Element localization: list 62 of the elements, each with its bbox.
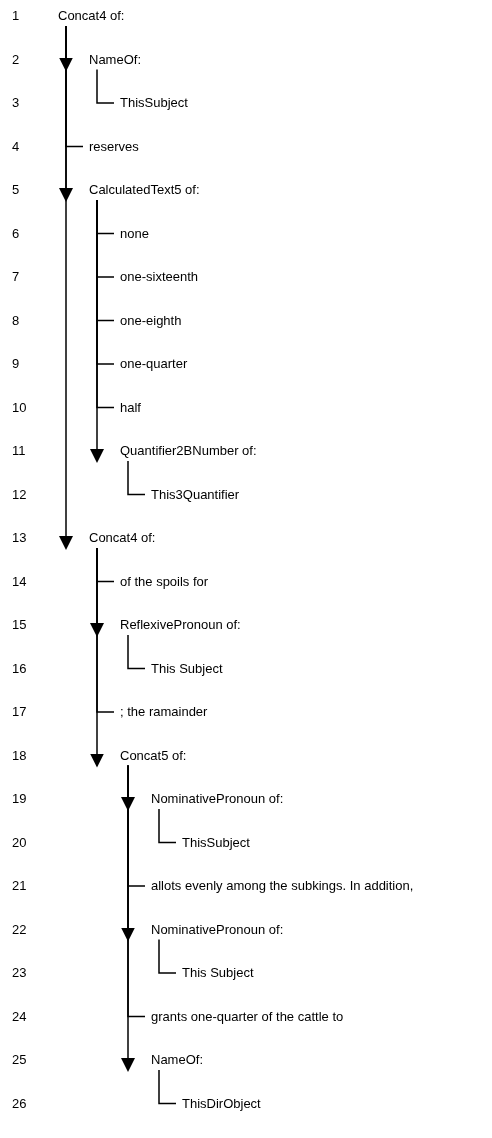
line-number: 23 — [12, 965, 27, 981]
connector-line — [158, 808, 177, 844]
tree-node-label: grants one-quarter of the cattle to — [151, 1008, 344, 1025]
tree-node-label: ThisSubject — [182, 834, 250, 851]
line-number: 8 — [12, 312, 20, 329]
line-number: 3 — [12, 95, 20, 111]
tree-node-label: one-eighth — [120, 312, 182, 329]
line-number: 11 — [12, 443, 26, 459]
line-number: 26 — [12, 1095, 27, 1112]
tree-node-label: NominativePronoun of: — [151, 921, 284, 938]
tree-node-label: CalculatedText5 of: — [89, 182, 200, 198]
connector-line — [127, 460, 146, 496]
tree-node-label: NominativePronoun of: — [151, 791, 284, 807]
line-number: 2 — [12, 51, 20, 68]
line-number: 24 — [12, 1008, 27, 1025]
line-number: 20 — [12, 834, 27, 851]
tree-node-label: of the spoils for — [120, 573, 209, 590]
arrow — [90, 547, 104, 768]
connector-line — [158, 1069, 177, 1105]
tree-node-label: This3Quantifier — [151, 486, 240, 503]
tree-node-label: none — [120, 225, 149, 242]
tree-node-label: NameOf: — [151, 1052, 203, 1068]
tree-node-label: ReflexivePronoun of: — [120, 617, 241, 633]
tree-node-label: Concat4 of: — [89, 530, 156, 546]
connector-line — [127, 634, 146, 670]
tree-node-label: ThisDirObject — [182, 1095, 261, 1112]
tree-node-label: one-quarter — [120, 356, 188, 372]
line-number: 15 — [12, 617, 27, 633]
tree-node-label: allots evenly among the subkings. In addition, — [151, 878, 414, 894]
line-number: 1 — [12, 8, 20, 24]
line-number: 21 — [12, 878, 27, 894]
tree-node-label: ; the ramainder — [120, 704, 208, 720]
line-number: 9 — [12, 356, 20, 372]
line-number: 14 — [12, 573, 27, 590]
line-number: 12 — [12, 486, 27, 503]
tree-node-label: Concat5 of: — [120, 747, 187, 764]
line-number: 16 — [12, 660, 27, 677]
arrow — [121, 764, 135, 1072]
line-number: 7 — [12, 269, 20, 285]
connector-line — [158, 938, 177, 974]
line-number: 19 — [12, 791, 27, 807]
line-number: 5 — [12, 182, 20, 198]
line-number: 18 — [12, 747, 27, 764]
connector-line — [96, 68, 115, 104]
tree-node-label: half — [120, 399, 141, 416]
line-number: 4 — [12, 138, 20, 155]
tree-node-label: ThisSubject — [120, 95, 188, 111]
tree-node-label: This Subject — [151, 660, 223, 677]
line-number: 13 — [12, 530, 27, 546]
arrow — [59, 25, 73, 550]
tree-node-label: NameOf: — [89, 51, 141, 68]
tree-node-label: Quantifier2BNumber of: — [120, 443, 257, 459]
line-number: 17 — [12, 704, 27, 720]
line-number: 6 — [12, 225, 20, 242]
tree-node-label: reserves — [89, 138, 139, 155]
tree-node-label: one-sixteenth — [120, 269, 199, 285]
arrow — [90, 199, 104, 463]
tree-node-label: Concat4 of: — [58, 8, 125, 24]
tree-node-label: This Subject — [182, 965, 254, 981]
line-number: 10 — [12, 399, 27, 416]
line-number: 25 — [12, 1052, 27, 1068]
line-number: 22 — [12, 921, 27, 938]
